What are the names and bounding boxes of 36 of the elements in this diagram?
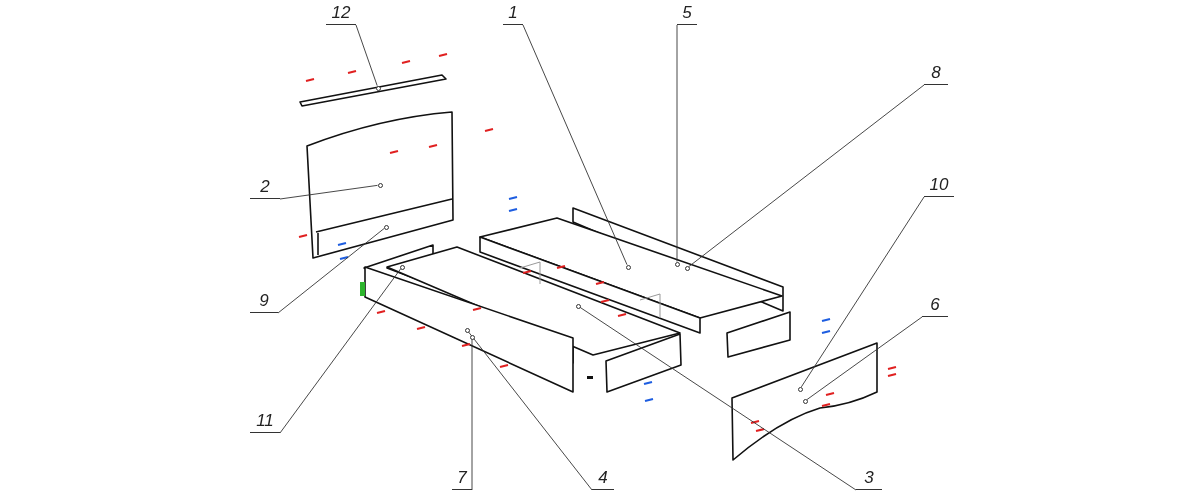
part-marker	[684, 265, 690, 271]
leader-line	[355, 24, 378, 87]
part-marker	[464, 327, 470, 333]
callout-number: 5	[677, 2, 697, 25]
part-marker	[674, 261, 680, 267]
part-marker	[469, 334, 475, 340]
part-marker	[383, 224, 389, 230]
leader-line	[277, 228, 385, 314]
leader-line	[579, 306, 857, 491]
callout-number: 2	[250, 176, 280, 199]
part-marker	[802, 398, 808, 404]
callout-number: 11	[250, 410, 280, 433]
callout-number: 3	[856, 467, 882, 490]
leader-line	[676, 24, 678, 262]
callout-number: 10	[924, 174, 954, 197]
part-marker	[625, 264, 631, 270]
leader-line	[806, 316, 923, 400]
callout-number: 1	[503, 2, 523, 25]
leader-line	[522, 24, 628, 266]
callout-number: 4	[592, 467, 614, 490]
part-marker	[377, 182, 383, 188]
part-marker	[797, 386, 803, 392]
leader-line	[279, 268, 401, 434]
leader-line	[279, 184, 378, 200]
leader-line	[688, 84, 925, 267]
callout-number: 8	[924, 62, 948, 85]
callout-number: 9	[250, 290, 278, 313]
part-marker	[575, 303, 581, 309]
leader-line	[471, 339, 473, 491]
callout-number: 6	[922, 294, 948, 317]
callout-number: 12	[326, 2, 356, 25]
leader-line	[468, 331, 593, 491]
part-marker	[375, 85, 381, 91]
leader-line	[800, 196, 925, 388]
part-marker	[399, 264, 405, 270]
callout-number: 7	[452, 467, 472, 490]
